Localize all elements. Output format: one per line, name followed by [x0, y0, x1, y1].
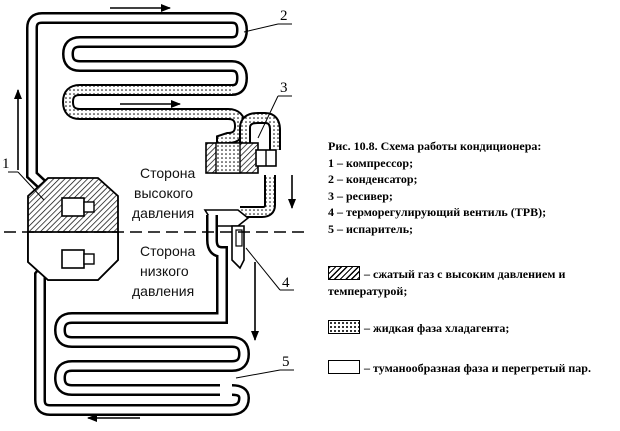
- legend-empty: – туманообразная фаза и перегретый пар.: [328, 360, 618, 377]
- caption-item-condenser: 2 – конденсатор;: [328, 172, 418, 186]
- caption-title: Рис. 10.8. Схема работы кондиционера:: [328, 139, 542, 153]
- receiver: [205, 142, 277, 174]
- caption-item-receiver: 3 – ресивер;: [328, 188, 393, 203]
- legend-hatched-text: – сжатый газ с высоким давлением и темпе…: [328, 267, 566, 298]
- callout-5: 5: [282, 354, 290, 370]
- callout-1: 1: [2, 156, 10, 172]
- evaporator-coil: [34, 215, 251, 416]
- hatched-swatch: [328, 266, 360, 280]
- caption-item-evaporator: 5 – испаритель;: [328, 221, 414, 236]
- high-side-line-2: высокого: [134, 185, 193, 201]
- low-side-line-2: низкого: [140, 263, 189, 279]
- leader-lines: [8, 23, 294, 379]
- condenser-coil: [26, 11, 249, 195]
- legend-dotted: – жидкая фаза хладагента;: [328, 320, 618, 337]
- callout-3: 3: [280, 80, 288, 96]
- compressor: [27, 177, 119, 281]
- dotted-swatch: [328, 320, 360, 334]
- legend-hatched: – сжатый газ с высоким давлением и темпе…: [328, 266, 618, 300]
- empty-swatch: [328, 360, 360, 374]
- caption-item-compressor: 1 – компрессор;: [328, 155, 414, 170]
- callout-4: 4: [282, 275, 290, 291]
- callout-2: 2: [280, 8, 288, 24]
- liquid-line: [61, 84, 281, 218]
- figure-caption: Рис. 10.8. Схема работы кондиционера: 1 …: [328, 138, 618, 237]
- high-side-line-1: Сторона: [140, 165, 195, 181]
- caption-item-valve: 4 – терморегулирующий вентиль (ТРВ);: [328, 205, 547, 219]
- high-side-line-3: давления: [132, 205, 194, 221]
- legend-empty-text: – туманообразная фаза и перегретый пар.: [364, 361, 591, 375]
- legend-dotted-text: – жидкая фаза хладагента;: [364, 321, 510, 335]
- low-side-line-3: давления: [132, 283, 194, 299]
- low-side-line-1: Сторона: [140, 243, 195, 259]
